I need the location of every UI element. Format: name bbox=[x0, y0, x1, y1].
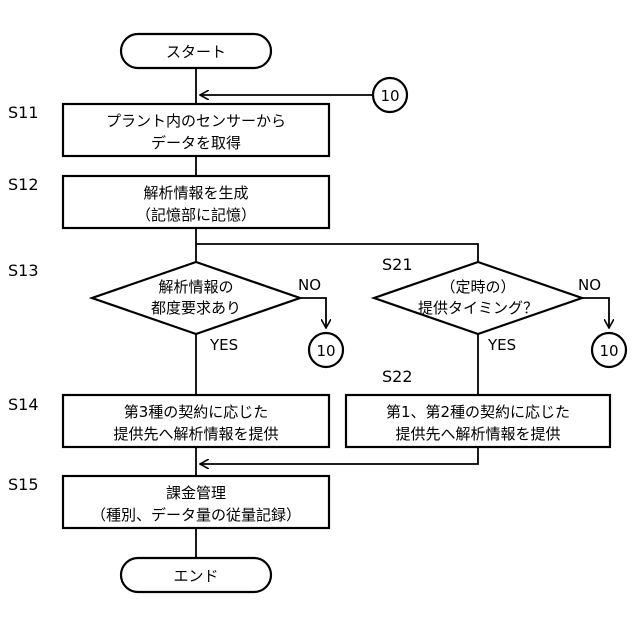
connector-out-s13-label: 10 bbox=[316, 342, 335, 360]
s22-line2: 提供先へ解析情報を提供 bbox=[395, 425, 560, 443]
s21-line2: 提供タイミング？ bbox=[418, 299, 538, 317]
step-id-s12: S12 bbox=[8, 175, 39, 194]
edge-s22-merge bbox=[200, 447, 478, 464]
s12-line2: （記憶部に記憶） bbox=[136, 206, 256, 224]
s13-line1: 解析情報の bbox=[158, 278, 233, 296]
connector-out-s13: 10 bbox=[309, 333, 343, 367]
edge-s21-no bbox=[582, 298, 609, 328]
s15-line1: 課金管理 bbox=[166, 484, 226, 502]
start-terminal: スタート bbox=[121, 34, 271, 68]
s21-line1: （定時の） bbox=[440, 278, 515, 296]
step-id-s14: S14 bbox=[8, 395, 39, 414]
s12-line1: 解析情報を生成 bbox=[143, 184, 248, 202]
process-s12: 解析情報を生成 （記憶部に記憶） bbox=[63, 176, 329, 228]
s13-yes-label: YES bbox=[209, 336, 238, 354]
end-terminal: エンド bbox=[121, 558, 271, 592]
connector-out-s21: 10 bbox=[592, 333, 626, 367]
edge-s12-s21 bbox=[196, 244, 478, 262]
step-id-s13: S13 bbox=[8, 261, 39, 280]
process-s14: 第3種の契約に応じた 提供先へ解析情報を提供 bbox=[63, 395, 329, 447]
s15-line2: （種別、データ量の従量記録） bbox=[91, 506, 301, 524]
s14-line1: 第3種の契約に応じた bbox=[124, 403, 269, 421]
connector-in-label: 10 bbox=[380, 87, 399, 105]
step-id-s21: S21 bbox=[382, 255, 413, 274]
s21-no-label: NO bbox=[578, 276, 601, 294]
s21-yes-label: YES bbox=[487, 336, 516, 354]
s14-line2: 提供先へ解析情報を提供 bbox=[113, 425, 278, 443]
s22-line1: 第1、第2種の契約に応じた bbox=[386, 403, 570, 421]
step-id-s22: S22 bbox=[382, 367, 413, 386]
start-label: スタート bbox=[166, 43, 226, 61]
step-id-s15: S15 bbox=[8, 475, 39, 494]
s13-line2: 都度要求あり bbox=[151, 299, 241, 317]
process-s15: 課金管理 （種別、データ量の従量記録） bbox=[63, 476, 329, 528]
connector-out-s21-label: 10 bbox=[599, 342, 618, 360]
s11-line1: プラント内のセンサーから bbox=[106, 112, 286, 130]
process-s11: プラント内のセンサーから データを取得 bbox=[63, 104, 329, 156]
step-id-s11: S11 bbox=[8, 103, 39, 122]
end-label: エンド bbox=[173, 567, 218, 585]
process-s22: 第1、第2種の契約に応じた 提供先へ解析情報を提供 bbox=[346, 395, 610, 447]
decision-s13: 解析情報の 都度要求あり bbox=[92, 262, 300, 334]
connector-in: 10 bbox=[373, 78, 407, 112]
s11-line2: データを取得 bbox=[151, 134, 241, 152]
edge-s13-no bbox=[300, 298, 326, 328]
s13-no-label: NO bbox=[298, 276, 321, 294]
